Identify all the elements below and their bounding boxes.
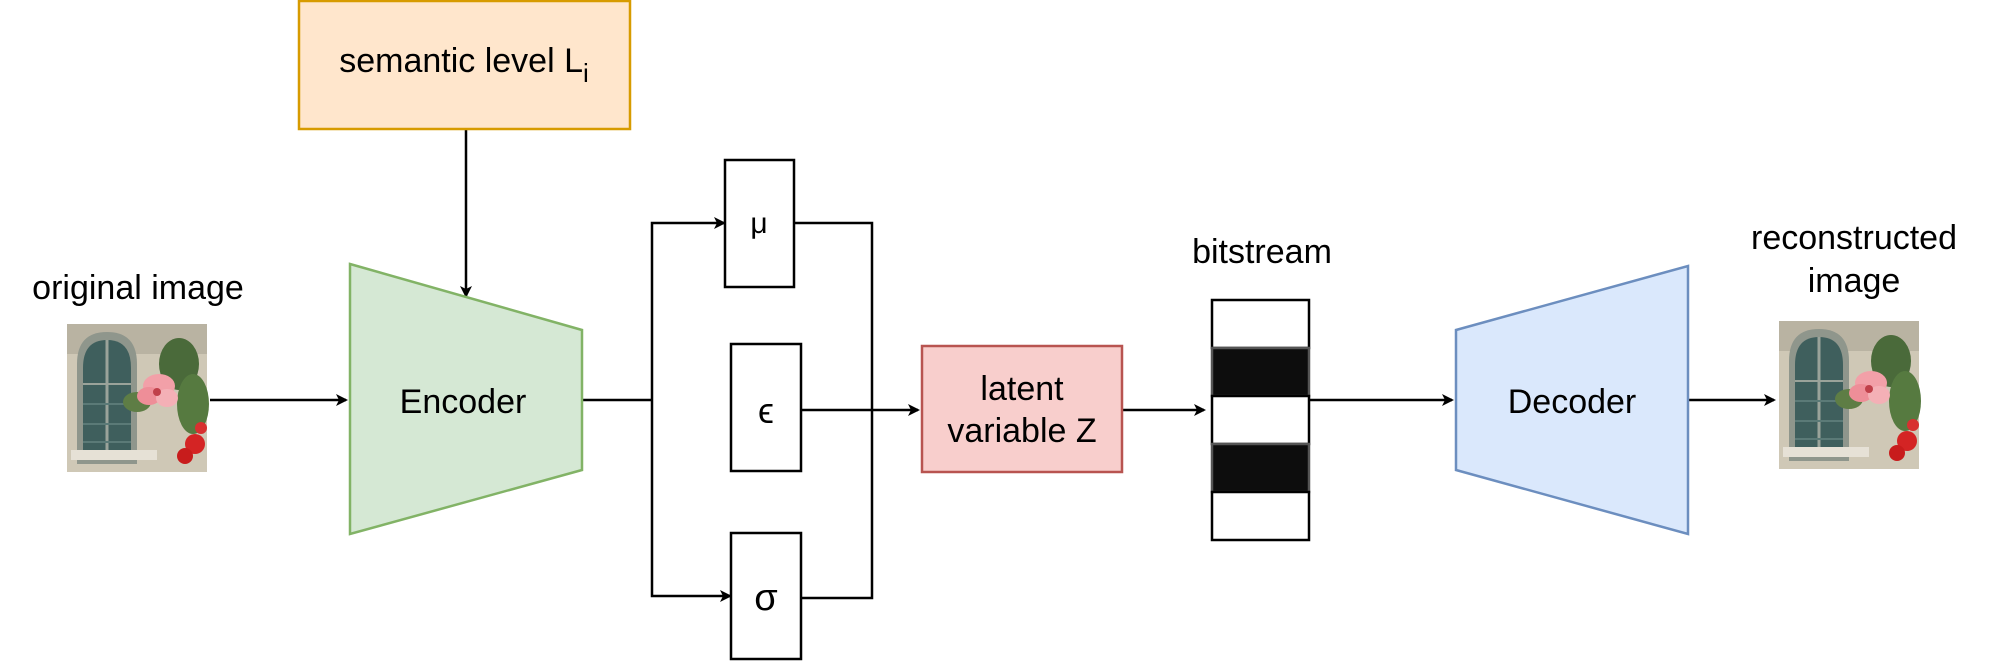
mu-box: μ <box>723 158 796 289</box>
connectors <box>210 130 1776 602</box>
epsilon-label: ϵ <box>758 390 774 431</box>
original-image-label: original image <box>32 269 244 307</box>
bitstream-cell <box>1210 346 1311 398</box>
bitstream-cell <box>1210 442 1311 494</box>
arrow-to-sigma <box>650 400 732 602</box>
sigma-line <box>801 410 874 600</box>
encoder-label: Encoder <box>400 383 527 421</box>
sigma-box: σ <box>729 531 803 661</box>
reconstructed-label-line2: image <box>1808 262 1901 300</box>
mu-line <box>794 221 874 410</box>
original-image-thumbnail <box>65 322 211 474</box>
decoder-block: Decoder <box>1454 264 1690 536</box>
encoder-block: Encoder <box>348 262 584 536</box>
semantic-level-label: semantic level Li <box>339 42 589 88</box>
bitstream-cell <box>1210 490 1311 542</box>
latent-variable-box: latent variable Z <box>920 344 1124 474</box>
sigma-label: σ <box>754 577 777 619</box>
bitstream-cell <box>1210 394 1311 446</box>
reconstructed-label-line1: reconstructed <box>1751 219 1957 257</box>
bitstream-block <box>1210 298 1311 542</box>
mu-label: μ <box>750 207 767 240</box>
epsilon-box: ϵ <box>729 342 803 473</box>
arrow-to-mu <box>650 217 726 400</box>
bitstream-label: bitstream <box>1192 233 1332 271</box>
reconstructed-image-thumbnail <box>1777 319 1923 471</box>
latent-label-line1: latent <box>980 370 1064 408</box>
decoder-label: Decoder <box>1508 383 1637 421</box>
bitstream-cell <box>1210 298 1311 350</box>
latent-label-line2: variable Z <box>947 412 1096 450</box>
semantic-level-box: semantic level Li <box>297 0 632 131</box>
